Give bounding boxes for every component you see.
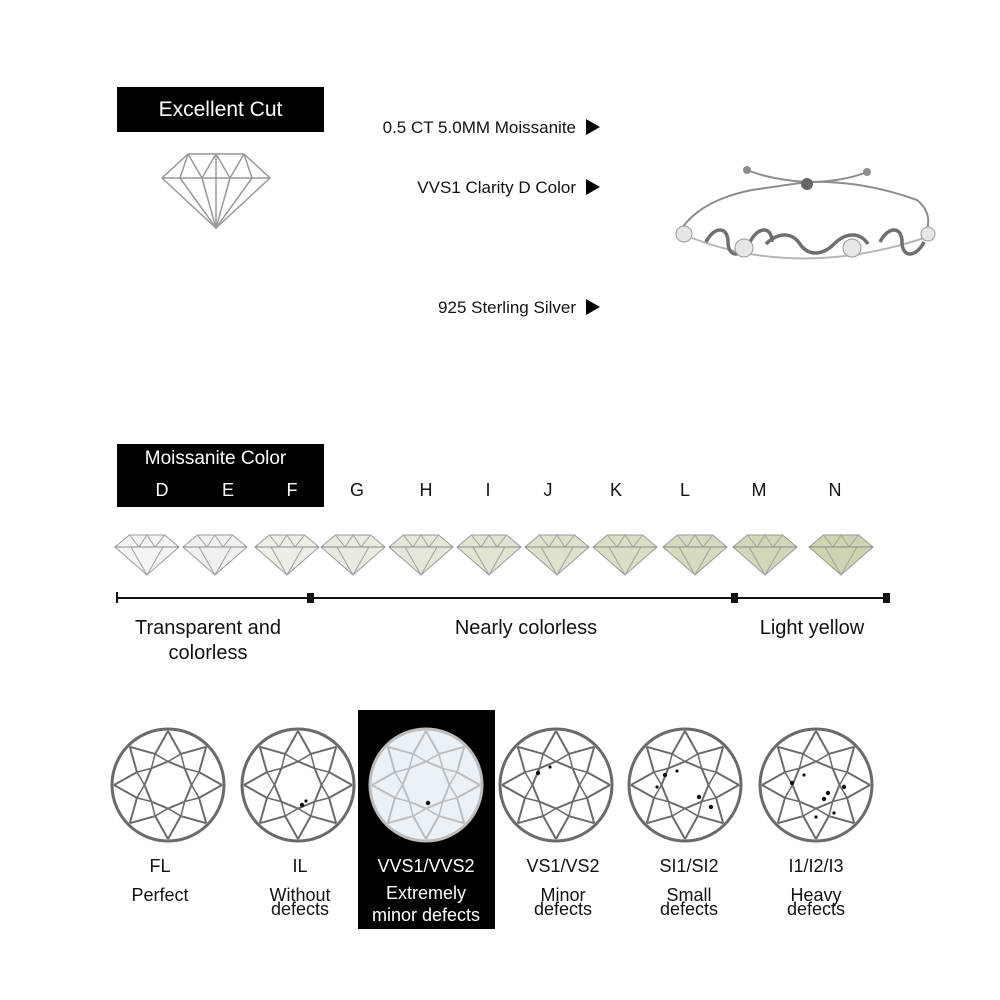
clarity-desc: Heavy defects <box>746 885 886 919</box>
clarity-desc-line: Heavy <box>790 885 842 905</box>
diamond-outline-icon <box>160 152 272 230</box>
range-nearly-colorless: Nearly colorless <box>386 616 666 641</box>
diamond-top-view-icon <box>240 727 356 843</box>
clarity-desc-line: defects <box>533 899 593 919</box>
clarity-desc-line: defects <box>270 899 330 919</box>
spec-metal: 925 Sterling Silver <box>438 298 600 318</box>
clarity-code: IL <box>292 856 308 876</box>
color-grade: K <box>609 480 622 500</box>
gem-icon <box>662 534 728 577</box>
gem-color-row <box>114 534 874 577</box>
clarity-desc: Perfect <box>90 885 230 905</box>
clarity-code: FL <box>149 856 171 876</box>
color-grade: F <box>286 480 298 500</box>
diamond-top-view-icon <box>758 727 874 843</box>
diamond-top-view-icon <box>368 727 484 843</box>
spec-text: 925 Sterling Silver <box>438 298 576 317</box>
gem-icon <box>254 534 320 577</box>
color-range-scale <box>116 592 890 603</box>
color-grade: E <box>221 480 234 500</box>
range-label: Transparent and <box>134 617 281 639</box>
gem-icon <box>320 534 386 577</box>
clarity-desc: Small defects <box>619 885 759 919</box>
diamond-top-view-icon <box>627 727 743 843</box>
clarity-desc: Minor defects <box>493 885 633 919</box>
gem-icon <box>388 534 454 577</box>
spec-clarity-color: VVS1 Clarity D Color <box>417 178 600 198</box>
spec-text: 0.5 CT 5.0MM Moissanite <box>382 118 576 137</box>
color-grade: I <box>485 480 491 500</box>
gem-icon <box>114 534 180 577</box>
color-grade: L <box>679 480 690 500</box>
color-highlight-box <box>117 444 324 507</box>
color-grade: G <box>349 480 364 500</box>
color-grade: J <box>543 480 553 500</box>
color-scale-title: Moissanite Color <box>144 448 287 469</box>
triangle-right-icon <box>586 119 600 135</box>
gem-icon <box>456 534 522 577</box>
range-light-yellow: Light yellow <box>722 616 902 641</box>
diamond-top-view-icon <box>110 727 226 843</box>
triangle-right-icon <box>586 299 600 315</box>
range-label: Light yellow <box>759 617 865 639</box>
bracelet-image <box>675 166 936 260</box>
clarity-code: SI1/SI2 <box>659 856 719 876</box>
clarity-code: I1/I2/I3 <box>788 856 844 876</box>
excellent-cut-label: Excellent Cut <box>117 87 324 132</box>
gem-icon <box>808 534 874 577</box>
color-grade: H <box>419 480 433 500</box>
color-grade: M <box>751 480 767 500</box>
range-label: Nearly colorless <box>454 617 598 639</box>
spec-moissanite-size: 0.5 CT 5.0MM Moissanite <box>383 118 600 138</box>
gem-icon <box>524 534 590 577</box>
color-grade: D <box>155 480 169 500</box>
triangle-right-icon <box>586 179 600 195</box>
gem-icon <box>182 534 248 577</box>
clarity-desc-line: defects <box>786 899 846 919</box>
clarity-desc-line: minor defects <box>371 905 481 925</box>
clarity-desc: Extremely minor defects <box>356 882 496 926</box>
color-grade: N <box>828 480 842 500</box>
spec-text: VVS1 Clarity D Color <box>417 178 576 197</box>
clarity-desc-line: Without <box>269 885 331 905</box>
clarity-desc: Without defects <box>230 885 370 919</box>
clarity-desc-line: Minor <box>540 885 586 905</box>
gem-icon <box>592 534 658 577</box>
range-transparent: Transparent and colorless <box>108 616 308 666</box>
clarity-desc-line: Small <box>666 885 712 905</box>
diamond-top-view-icon <box>498 727 614 843</box>
clarity-code: VVS1/VVS2 <box>377 856 475 876</box>
gem-icon <box>732 534 798 577</box>
clarity-code: VS1/VS2 <box>526 856 600 876</box>
clarity-desc-line: Perfect <box>131 885 189 905</box>
clarity-desc-line: Extremely <box>385 883 466 903</box>
range-label: colorless <box>168 642 248 664</box>
clarity-desc-line: defects <box>659 899 719 919</box>
